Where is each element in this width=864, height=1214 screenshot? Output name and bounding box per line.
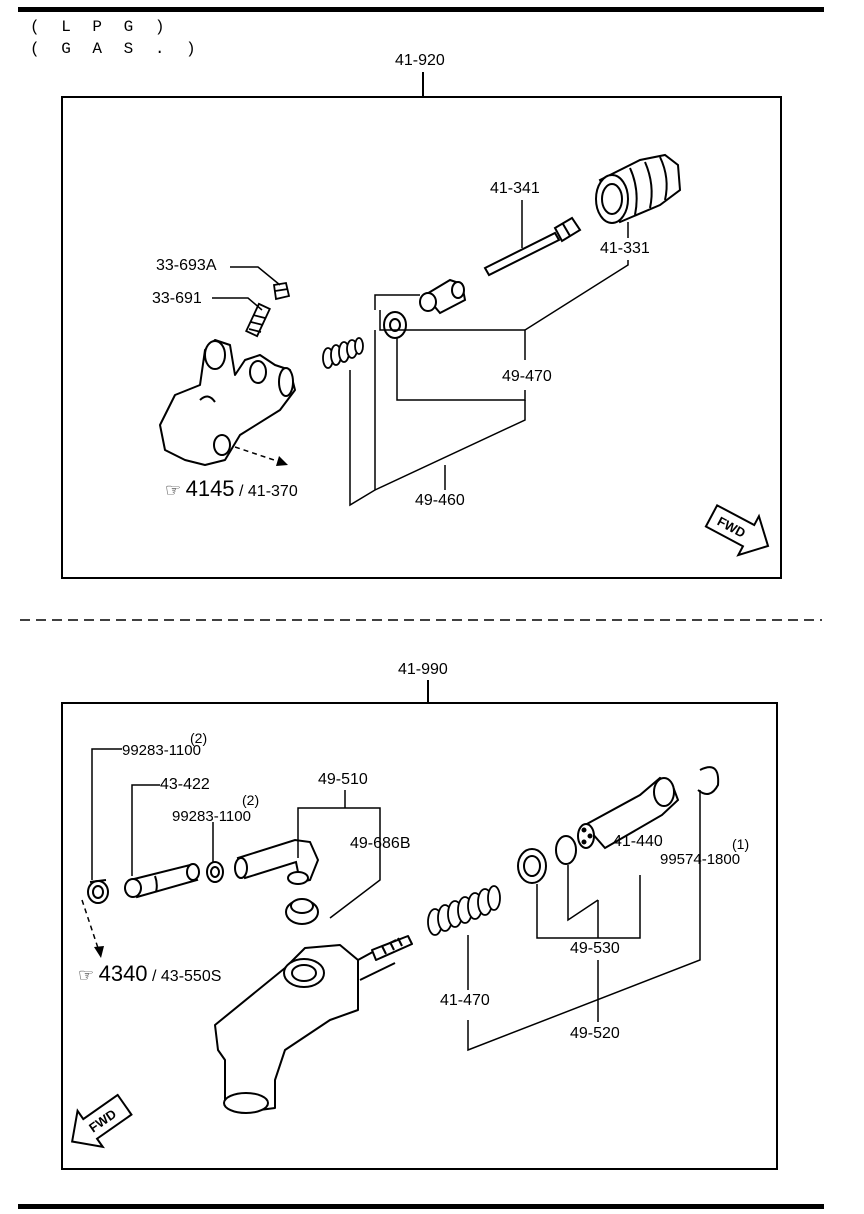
part-label-41-470[interactable]: 41-470 bbox=[440, 992, 490, 1009]
lower-frame bbox=[61, 702, 778, 1170]
part-label-43-422[interactable]: 43-422 bbox=[160, 776, 210, 793]
hose-clip-1 bbox=[87, 879, 109, 904]
section-divider bbox=[20, 619, 822, 621]
dust-boot bbox=[595, 153, 682, 224]
part-label-49-520[interactable]: 49-520 bbox=[570, 1025, 620, 1042]
elbow-fitting bbox=[234, 838, 320, 885]
push-rod bbox=[483, 216, 582, 277]
master-cylinder-body bbox=[214, 935, 413, 1114]
part-label-99574-1800[interactable]: 99574-1800 bbox=[660, 851, 741, 868]
part-qty-99283-b: (2) bbox=[242, 792, 260, 808]
spring-upper bbox=[322, 337, 364, 369]
reference-page-lower: 4340 bbox=[98, 961, 148, 986]
variant-label-lpg: ( L P G ) bbox=[30, 18, 171, 36]
part-label-41-331[interactable]: 41-331 bbox=[600, 240, 650, 257]
reservoir-seal bbox=[285, 898, 319, 925]
hose-clip-2 bbox=[206, 861, 224, 883]
bleeder-screw bbox=[245, 302, 271, 338]
part-label-49-470[interactable]: 49-470 bbox=[502, 368, 552, 385]
part-label-49-686b[interactable]: 49-686B bbox=[350, 835, 411, 852]
hose bbox=[124, 863, 200, 899]
reference-part-upper: 41-370 bbox=[247, 483, 298, 500]
return-spring bbox=[427, 885, 501, 936]
fwd-arrow-icon: FWD bbox=[70, 1093, 133, 1149]
top-border bbox=[18, 7, 824, 12]
part-qty-99283-a: (2) bbox=[190, 730, 208, 746]
part-label-49-530[interactable]: 49-530 bbox=[570, 940, 620, 957]
bottom-border bbox=[18, 1204, 824, 1209]
variant-label-gas: ( G A S . ) bbox=[30, 40, 202, 58]
secondary-cup bbox=[517, 848, 547, 884]
reference-sep-upper: / bbox=[239, 483, 244, 500]
piston-upper bbox=[419, 278, 467, 315]
reference-page-upper: 4145 bbox=[185, 476, 235, 501]
reference-lower[interactable]: ☞ 4340 / 43-550S bbox=[78, 961, 221, 987]
reference-part-lower: 43-550S bbox=[160, 968, 222, 985]
part-label-33-691[interactable]: 33-691 bbox=[152, 290, 202, 307]
part-label-99283-1100-b[interactable]: 99283-1100 bbox=[172, 808, 251, 825]
part-label-33-693a[interactable]: 33-693A bbox=[156, 257, 217, 274]
bleeder-cap bbox=[272, 281, 291, 301]
assembly-label-lower[interactable]: 41-990 bbox=[398, 661, 448, 678]
assembly-label-upper[interactable]: 41-920 bbox=[395, 52, 445, 69]
piston-lower bbox=[577, 776, 680, 850]
upper-frame bbox=[61, 96, 782, 579]
pointing-hand-icon: ☞ bbox=[165, 480, 182, 500]
o-ring bbox=[555, 835, 577, 865]
upper-diagram: FWD bbox=[61, 72, 782, 579]
reference-upper[interactable]: ☞ 4145 / 41-370 bbox=[165, 476, 298, 502]
part-label-41-341[interactable]: 41-341 bbox=[490, 180, 540, 197]
release-cylinder-body bbox=[159, 339, 296, 466]
reference-sep-lower: / bbox=[152, 968, 157, 985]
pointing-hand-icon: ☞ bbox=[78, 965, 95, 985]
part-label-99283-1100-a[interactable]: 99283-1100 bbox=[122, 742, 201, 759]
part-label-49-460[interactable]: 49-460 bbox=[415, 492, 465, 509]
snap-ring bbox=[697, 766, 720, 795]
piston-cup bbox=[383, 311, 407, 339]
part-label-49-510[interactable]: 49-510 bbox=[318, 771, 368, 788]
part-qty-99574: (1) bbox=[732, 836, 750, 852]
part-label-41-440[interactable]: 41-440 bbox=[613, 833, 663, 850]
